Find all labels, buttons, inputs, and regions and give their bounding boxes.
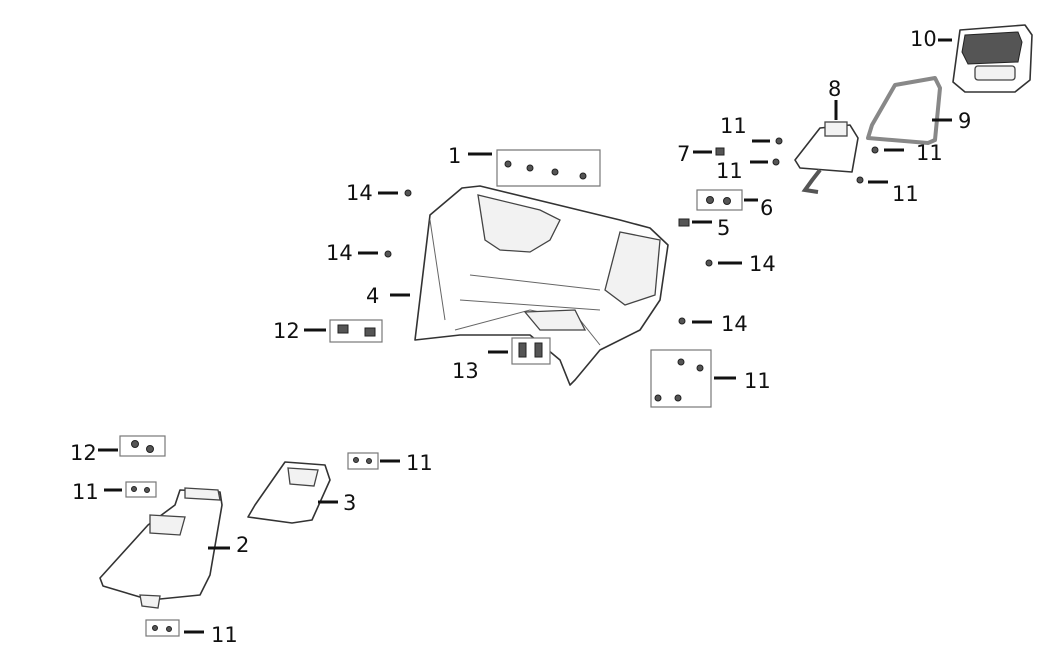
part-9-gasket	[866, 76, 942, 145]
callout-label: 8	[828, 77, 841, 101]
callout-label: 6	[760, 196, 773, 220]
callout-label: 9	[958, 109, 971, 133]
callout-2: 2	[208, 533, 249, 557]
callout-label: 10	[910, 27, 937, 51]
callout-label: 2	[236, 533, 249, 557]
callout-6: 6	[744, 196, 773, 220]
callout-label: 11	[211, 623, 238, 647]
callout-label: 13	[452, 359, 479, 383]
callout-9: 9	[932, 109, 971, 133]
callout-label: 4	[366, 284, 379, 308]
callout-label: 3	[343, 491, 356, 515]
part-6-clip	[696, 189, 743, 211]
callout-13: 13	[452, 350, 508, 383]
callout-11: 11	[868, 180, 919, 206]
part-10-cover	[952, 24, 1033, 93]
callout-label: 11	[744, 369, 771, 393]
callout-11: 11	[72, 480, 122, 504]
callout-1: 1	[448, 144, 492, 168]
callout-label: 12	[70, 441, 97, 465]
callout-11: 11	[714, 369, 771, 393]
part-2-panel	[99, 487, 223, 609]
part-8-module	[794, 121, 859, 194]
callout-14: 14	[346, 181, 398, 205]
part-5-nut	[678, 218, 690, 227]
part-12-clips-upper	[329, 319, 383, 343]
callout-label: 12	[273, 319, 300, 343]
callout-12: 12	[273, 319, 326, 343]
callout-label: 5	[717, 216, 730, 240]
callout-8: 8	[828, 77, 841, 120]
callout-label: 11	[72, 480, 99, 504]
callout-label: 14	[346, 181, 373, 205]
callout-14: 14	[692, 312, 748, 336]
callout-11: 11	[884, 141, 943, 165]
callout-5: 5	[692, 216, 730, 240]
part-12-clips-lower	[119, 435, 166, 457]
part-7-screw	[715, 147, 725, 156]
callout-label: 1	[448, 144, 461, 168]
callout-14: 14	[326, 241, 378, 265]
callout-label: 14	[749, 252, 776, 276]
part-3-lid	[247, 461, 331, 524]
part-11-screws-b	[347, 452, 379, 470]
callout-14: 14	[718, 252, 776, 276]
callout-11: 11	[184, 623, 238, 647]
fasteners	[384, 137, 879, 325]
callout-label: 11	[406, 451, 433, 475]
part-11-screws-c	[145, 619, 180, 637]
callout-label: 11	[716, 159, 743, 183]
part-13-bolts	[511, 337, 551, 365]
callout-label: 14	[721, 312, 748, 336]
part-1-strip	[496, 149, 601, 187]
callout-7: 7	[677, 142, 712, 166]
callout-label: 14	[326, 241, 353, 265]
callout-label: 11	[916, 141, 943, 165]
callout-3: 3	[318, 491, 356, 515]
callout-4: 4	[366, 284, 410, 308]
callout-11: 11	[716, 159, 768, 183]
callout-11: 11	[380, 451, 433, 475]
callout-10: 10	[910, 27, 952, 51]
callout-label: 11	[892, 182, 919, 206]
callout-11: 11	[720, 114, 770, 143]
callout-12: 12	[70, 441, 118, 465]
callout-label: 11	[720, 114, 747, 138]
part-11-screws-a	[125, 481, 157, 498]
part-11-screw-set-box	[650, 349, 712, 408]
callout-label: 7	[677, 142, 690, 166]
